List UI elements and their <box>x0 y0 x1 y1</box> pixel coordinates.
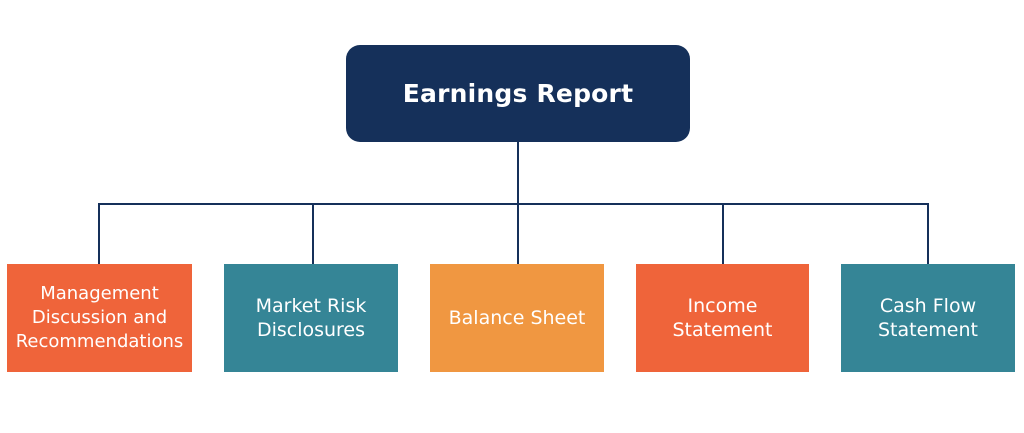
child-node-income-statement: Income Statement <box>636 264 809 372</box>
child-node-label: Cash Flow Statement <box>878 295 978 341</box>
root-node-earnings-report: Earnings Report <box>346 45 690 142</box>
child-node-cash-flow: Cash Flow Statement <box>841 264 1015 372</box>
child-node-label: Market Risk Disclosures <box>255 295 367 341</box>
child-node-management-discussion: Management Discussion and Recommendation… <box>7 264 192 372</box>
root-node-label: Earnings Report <box>402 79 634 108</box>
child-node-label: Management Discussion and Recommendation… <box>15 283 184 352</box>
child-node-market-risk: Market Risk Disclosures <box>224 264 398 372</box>
child-node-label: Balance Sheet <box>448 307 586 329</box>
child-node-balance-sheet: Balance Sheet <box>430 264 604 372</box>
child-node-label: Income Statement <box>672 295 773 341</box>
